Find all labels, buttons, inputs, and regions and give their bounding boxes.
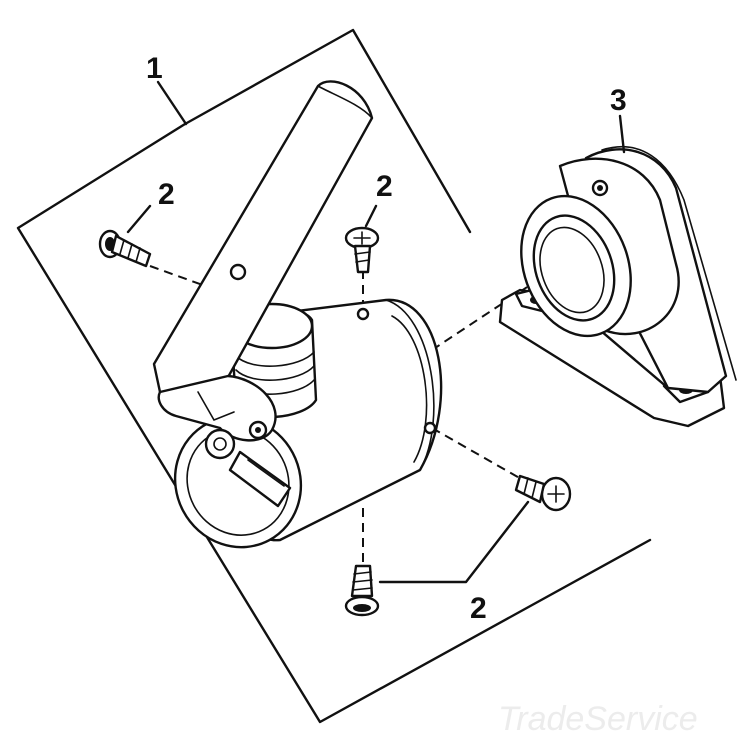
bracket-collar [520, 157, 680, 338]
callout-2-top-center: 2 [376, 170, 393, 203]
callout-3: 3 [610, 84, 627, 117]
callout-2-bottom: 2 [470, 592, 487, 625]
assembly-panel-outline [16, 28, 652, 724]
callout-1: 1 [146, 52, 163, 85]
housing-screw-hole-side [423, 421, 437, 435]
lamp-assembly [152, 80, 443, 549]
screw-bottom-right [514, 474, 572, 512]
mounting-bracket [498, 145, 737, 428]
screw-bottom [344, 564, 380, 617]
leader-line-3 [618, 114, 626, 154]
hinge-bracket [157, 374, 277, 442]
screw-top-center [344, 226, 380, 274]
callout-2-top-left: 2 [158, 178, 175, 211]
watermark-text: TradeService [498, 700, 698, 738]
leader-lines-2 [126, 204, 530, 584]
housing-end-cap [385, 299, 435, 471]
leader-line-1 [156, 80, 188, 126]
screw-top-left [98, 229, 152, 268]
housing-screw-hole-top [356, 307, 370, 321]
arm-hole [229, 263, 247, 281]
terminal-knob [204, 428, 292, 508]
